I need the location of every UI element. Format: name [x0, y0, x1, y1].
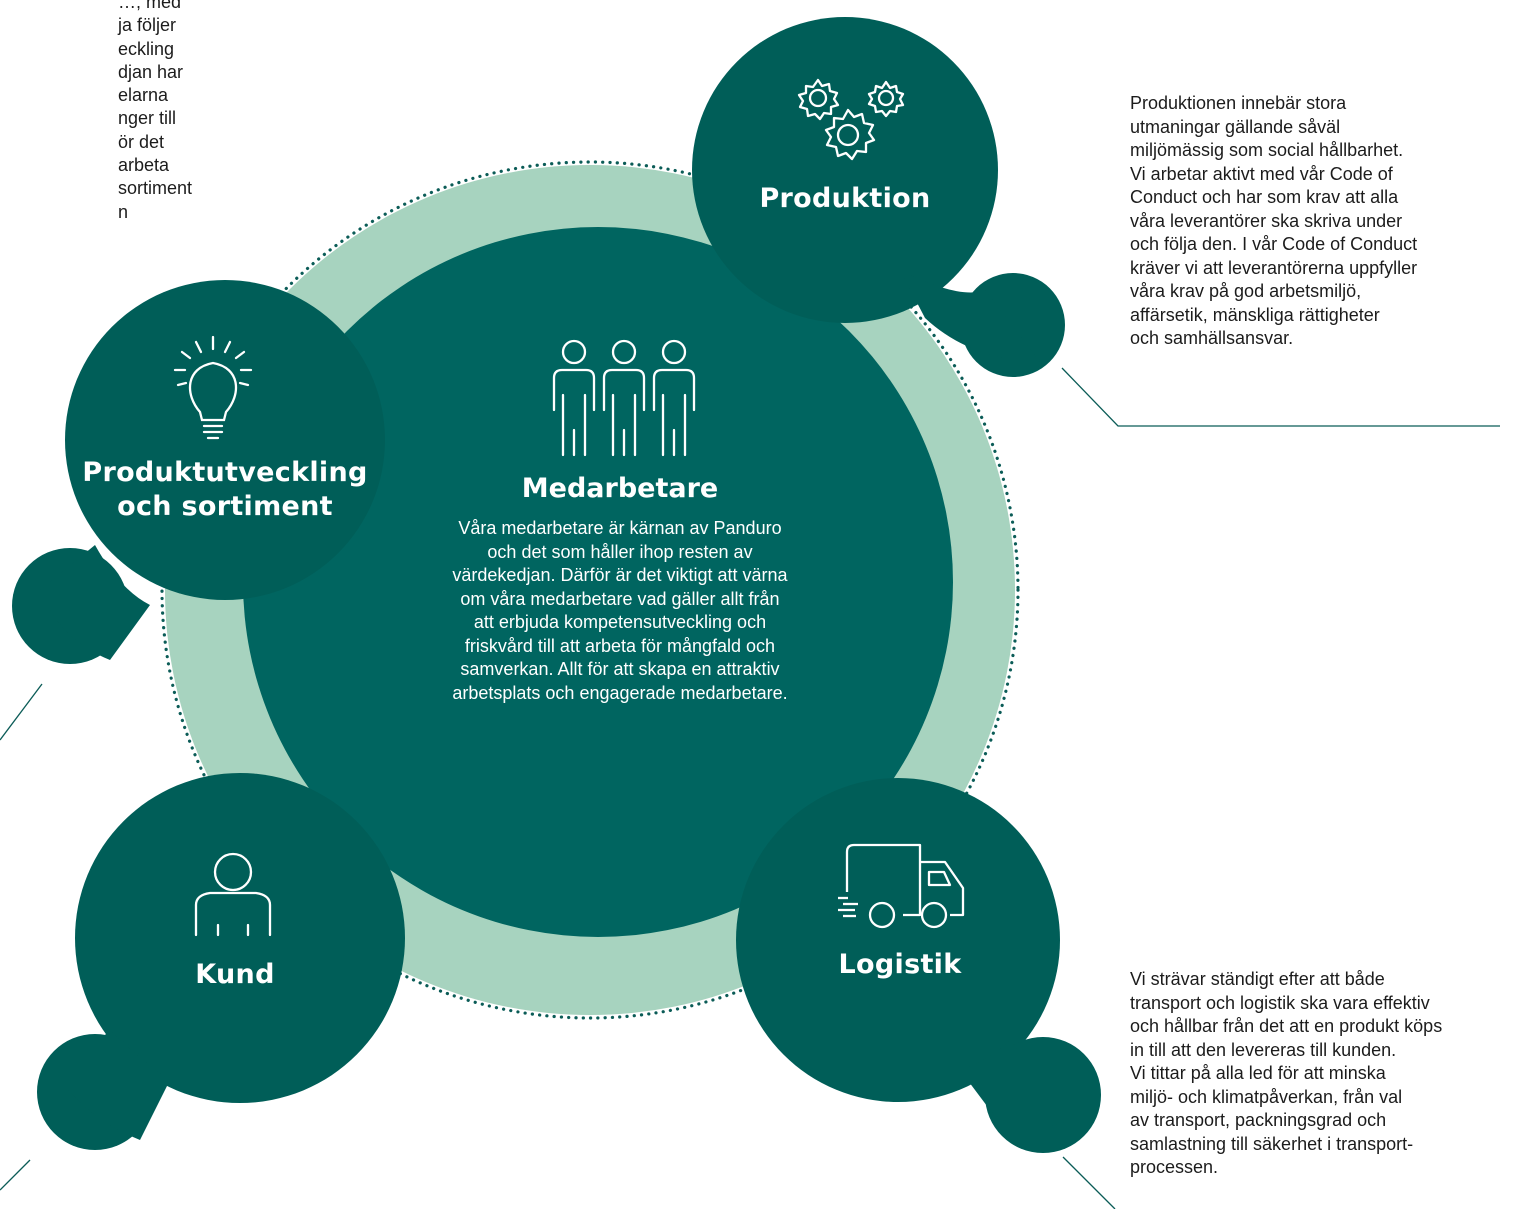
desc-line: samlastning till säkerhet i transport-: [1130, 1133, 1414, 1154]
connector-line-produktutveckling: [0, 683, 43, 741]
label-kund: Kund: [160, 958, 310, 992]
center-line: arbetsplats och engagerade medarbetare.: [452, 682, 788, 703]
desc-line: och hållbar från det att en produkt köps: [1130, 1016, 1443, 1036]
center-line: att erbjuda kompetensutveckling och: [473, 612, 767, 632]
person-icon: [194, 852, 272, 937]
center-line: friskvård till att arbeta för mångfald o…: [464, 635, 776, 656]
desc-line: Vi strävar ständigt efter att både: [1130, 969, 1385, 989]
partial-line: n: [118, 201, 129, 222]
label-line: Logistik: [838, 949, 962, 980]
label-logistik: Logistik: [800, 948, 1000, 982]
desc-line: och samhällsansvar.: [1130, 328, 1294, 348]
partial-line: ör det: [118, 131, 165, 152]
desc-line: kräver vi att leverantörerna uppfyller: [1130, 257, 1418, 278]
partial-line: eckling: [118, 38, 175, 59]
label-produktutveckling: Produktutveckling och sortiment: [70, 456, 380, 524]
connector-line-produktion: [1061, 367, 1500, 427]
center-line: och det som håller ihop resten av: [487, 541, 753, 562]
partial-line: elarna: [118, 85, 169, 106]
center-title: Medarbetare: [521, 473, 719, 504]
label-line: Produktutveckling: [82, 457, 368, 488]
desc-line: och följa den. I vår Code of Conduct: [1130, 234, 1418, 254]
desc-line: processen.: [1130, 1157, 1219, 1177]
label-line: och sortiment: [117, 491, 333, 522]
node-logistik: [736, 778, 1101, 1153]
center-circle: [243, 227, 953, 937]
desc-line: affärsetik, mänskliga rättigheter: [1130, 304, 1380, 325]
desc-line: Vi arbetar aktivt med vår Code of: [1130, 163, 1393, 184]
desc-line: Produktionen innebär stora: [1130, 93, 1347, 113]
partial-left-text: …, med ja följer eckling djan har elarna…: [118, 0, 192, 224]
label-produktion: Produktion: [745, 182, 945, 216]
node-produktutveckling: [12, 280, 385, 664]
label-line: Kund: [195, 959, 275, 990]
center-body: Våra medarbetare är kärnan av Panduro oc…: [400, 517, 840, 705]
description-produktion: Produktionen innebär stora utmaningar gä…: [1130, 92, 1417, 351]
description-logistik: Vi strävar ständigt efter att både trans…: [1130, 968, 1442, 1180]
center-line: samverkan. Allt för att skapa en attrakt…: [460, 659, 780, 679]
desc-line: våra krav på god arbetsmiljö,: [1130, 281, 1362, 301]
partial-line: sortiment: [118, 178, 193, 199]
partial-line: djan har: [118, 61, 184, 82]
partial-line: arbeta: [118, 155, 170, 176]
desc-line: miljömässig som social hållbarhet.: [1130, 140, 1404, 160]
partial-line: …, med: [118, 0, 182, 12]
center-line: Våra medarbetare är kärnan av Panduro: [458, 518, 782, 538]
node-kund: [37, 773, 405, 1150]
center-line: om våra medarbetare vad gäller allt från: [460, 588, 780, 609]
desc-line: våra leverantörer ska skriva under: [1130, 210, 1403, 231]
gears-icon: [797, 78, 905, 161]
partial-line: nger till: [118, 108, 177, 129]
connector-line-logistik: [1062, 1156, 1116, 1209]
desc-line: av transport, packningsgrad och: [1130, 1110, 1387, 1130]
people-group-icon: [552, 339, 696, 457]
partial-line: ja följer: [118, 15, 177, 36]
center-line: värdekedjan. Därför är det viktigt att v…: [452, 565, 788, 585]
desc-line: Vi tittar på alla led för att minska: [1130, 1063, 1386, 1083]
desc-line: transport och logistik ska vara effektiv: [1130, 992, 1430, 1013]
desc-line: in till att den levereras till kunden.: [1130, 1039, 1397, 1060]
outer-ring-dots: [160, 160, 1020, 1020]
node-produktion: [692, 17, 1065, 377]
label-line: Produktion: [759, 183, 931, 214]
lightbulb-icon: [173, 335, 253, 440]
connector-line-kund: [0, 1159, 31, 1191]
desc-line: Conduct och har som krav att alla: [1130, 187, 1399, 207]
truck-icon: [838, 843, 965, 929]
desc-line: utmaningar gällande såväl: [1130, 116, 1341, 137]
desc-line: miljö- och klimatpåverkan, från val: [1130, 1086, 1403, 1107]
